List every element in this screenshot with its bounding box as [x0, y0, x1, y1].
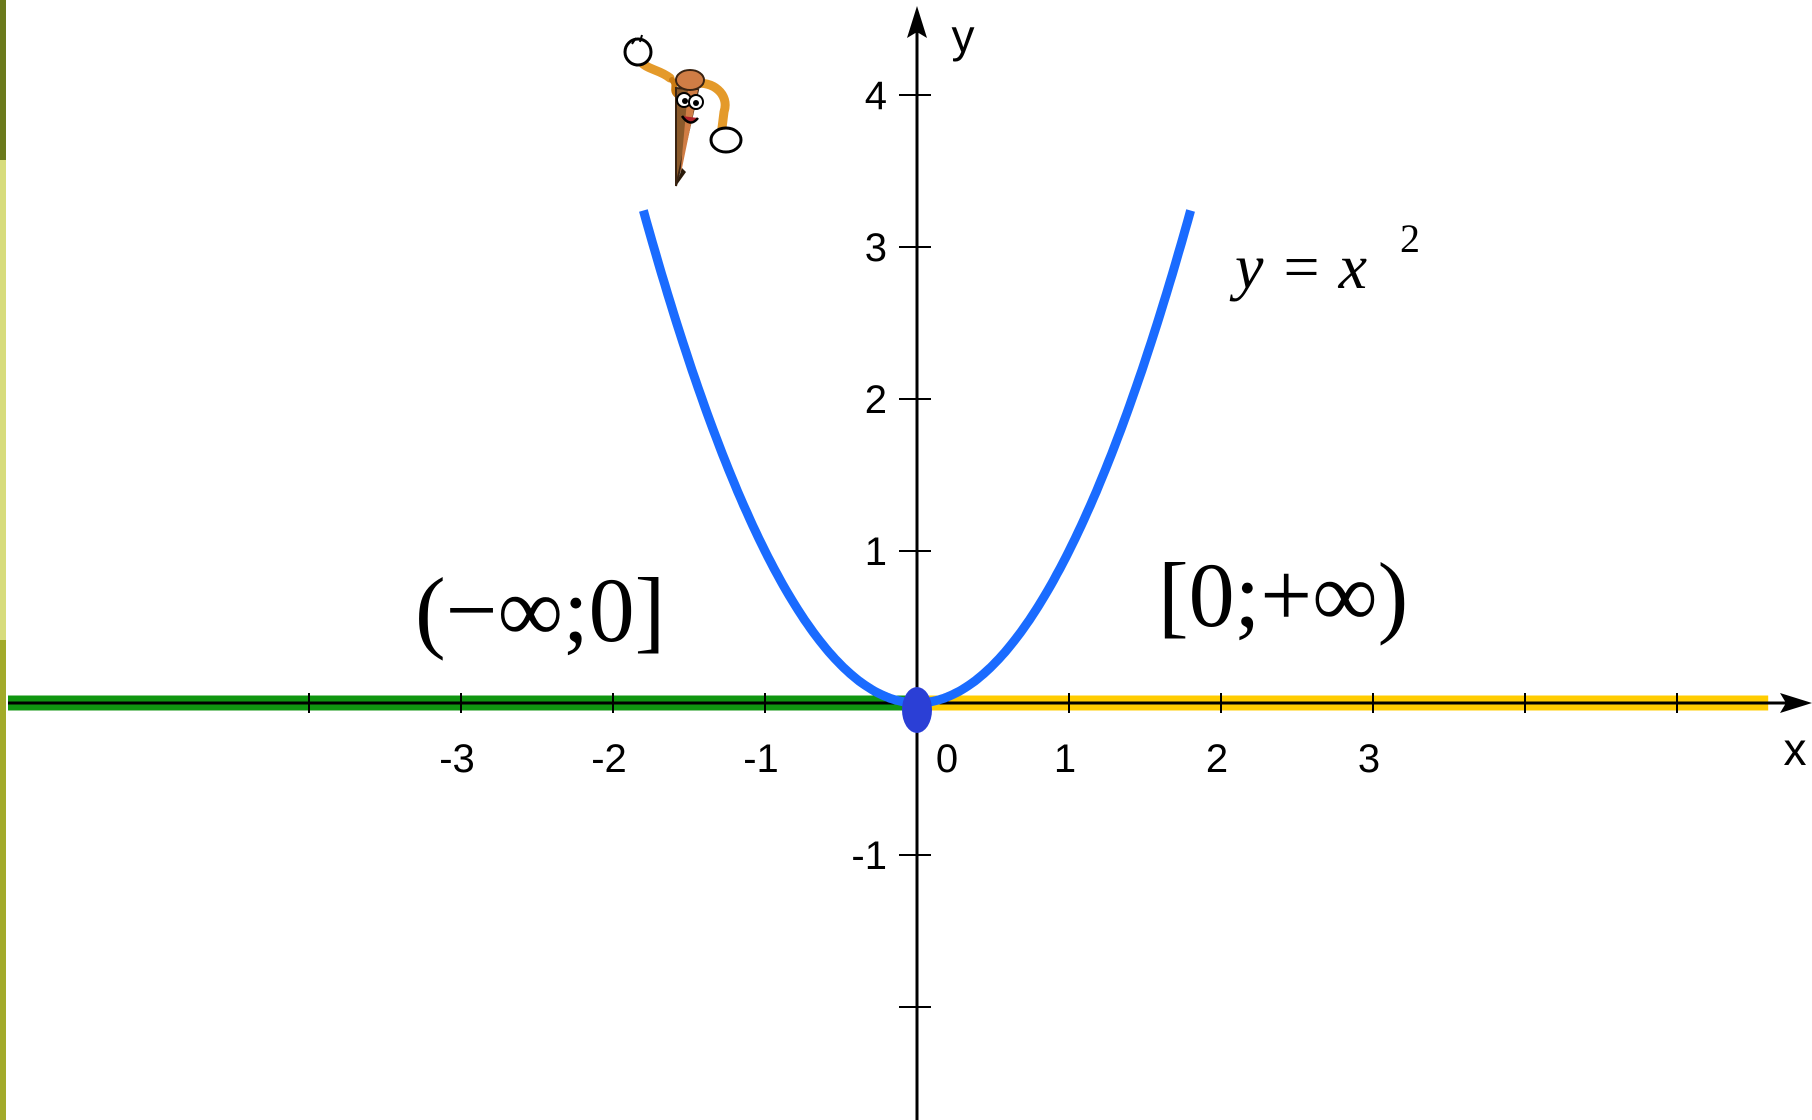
- y-tick-label: -1: [851, 834, 887, 878]
- slide-side-bar: [0, 0, 6, 1120]
- x-axis-label: x: [1784, 723, 1807, 775]
- interval-label-decreasing: (−∞;0]: [415, 559, 665, 661]
- axes: [8, 6, 1812, 1120]
- x-tick-label: 1: [1054, 737, 1076, 781]
- origin-label: 0: [936, 737, 958, 781]
- y-axis-arrow: [907, 6, 927, 38]
- point-layer: [902, 687, 932, 733]
- interval-label-increasing: [0;+∞): [1158, 544, 1408, 646]
- x-tick-label: 2: [1206, 737, 1228, 781]
- x-tick-label: -2: [591, 737, 627, 781]
- pencil-mascot-icon: [623, 34, 743, 187]
- x-tick-label: -1: [743, 737, 779, 781]
- formula-label: y = x: [1229, 231, 1367, 302]
- x-tick-label: 3: [1358, 737, 1380, 781]
- x-axis-arrow: [1780, 693, 1812, 713]
- vertex-point: [902, 687, 932, 733]
- y-tick-label: 1: [865, 530, 887, 574]
- label-layer: -3 -2 -1 1 2 3 -1 1 2 3 4 0 x y (−∞;0] [0;+∞) y = x 2: [415, 10, 1807, 878]
- y-tick-label: 3: [865, 226, 887, 270]
- axis-ticks: [308, 94, 1678, 1008]
- x-tick-label: -3: [439, 737, 475, 781]
- y-axis-label: y: [952, 10, 975, 62]
- y-tick-label: 4: [865, 74, 887, 118]
- y-tick-label: 2: [865, 378, 887, 422]
- formula-exponent: 2: [1400, 216, 1420, 261]
